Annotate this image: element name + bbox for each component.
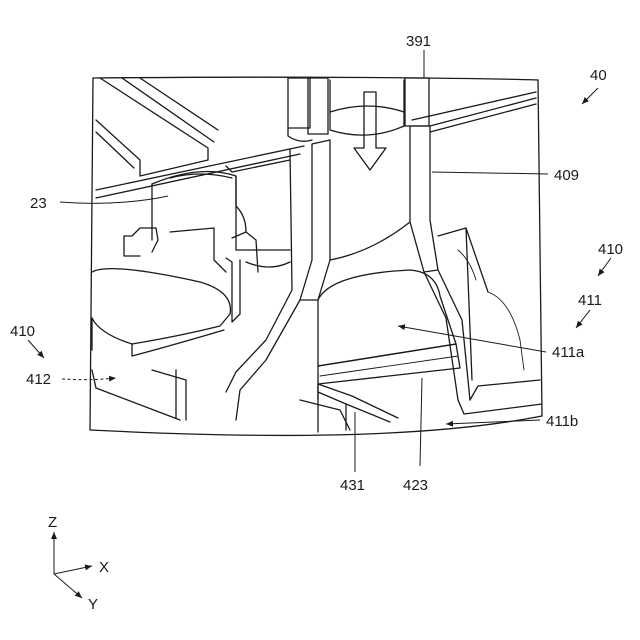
coordinate-axes: Z X Y (48, 514, 109, 613)
component-23 (124, 160, 290, 322)
label-411b: 411b (546, 413, 578, 430)
pipe-391 (288, 78, 429, 141)
label-23: 23 (30, 195, 47, 212)
label-411: 411 (578, 292, 602, 309)
label-40: 40 (590, 67, 607, 84)
label-409: 409 (554, 167, 579, 184)
leader-lines (28, 50, 611, 472)
axis-label-z: Z (48, 514, 57, 531)
disk-411a (318, 270, 460, 384)
label-431: 431 (340, 477, 365, 494)
label-412: 412 (26, 371, 51, 388)
funnel-tube-409 (226, 126, 470, 420)
label-391: 391 (406, 33, 431, 50)
label-423: 423 (403, 477, 428, 494)
label-410-right: 410 (598, 241, 623, 258)
x-axis-arrow (54, 566, 92, 574)
reference-labels: 391 40 409 23 410 411 411a 410 412 411b … (10, 33, 623, 494)
y-axis-arrow (54, 574, 82, 598)
label-410-left: 410 (10, 323, 35, 340)
label-411a: 411a (552, 344, 585, 361)
upper-left-plates (96, 78, 218, 176)
flow-arrow (354, 92, 386, 170)
top-plate (96, 92, 536, 198)
axis-label-x: X (99, 559, 109, 576)
left-wedge-block (92, 269, 230, 420)
cutaway-frame (90, 77, 542, 435)
axis-label-y: Y (88, 596, 98, 613)
